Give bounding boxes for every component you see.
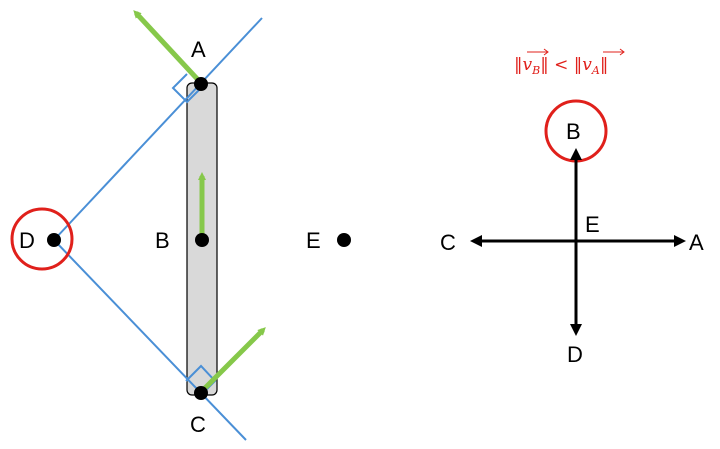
label-c: C [190,412,206,437]
direction-label-b: B [566,119,581,144]
velocity-arrow-c [199,327,266,394]
label-b: B [155,228,170,253]
direction-label-a: A [689,230,704,255]
vector-arrow-vb-line [527,48,549,56]
direction-label-d: D [567,342,583,367]
speed-comparison-formula: ‖vB‖ < ‖vA‖ [514,55,608,77]
line-d-to-a [53,17,263,241]
direction-label-e: E [585,212,600,237]
formula-va: v [582,55,592,75]
highlight-circle-d [10,207,74,271]
right-figure: ‖vB‖ < ‖vA‖ A B C D E [440,48,704,367]
velocity-arrow-a [133,10,203,85]
left-figure: A B C D E [10,10,351,441]
label-a: A [191,37,206,62]
line-d-to-c [53,239,247,441]
label-e: E [306,228,321,253]
label-d: D [19,228,35,253]
point-a [194,77,208,91]
formula-va-sub: A [591,64,600,77]
point-b [195,233,209,247]
point-d [47,233,61,247]
direction-label-c: C [440,230,456,255]
right-angle-marker-a [171,73,202,104]
formula-vb-sub: B [531,64,540,77]
point-c [194,386,208,400]
formula-vb: v [523,55,533,75]
point-e [337,233,351,247]
vector-arrow-va-line [603,48,625,56]
